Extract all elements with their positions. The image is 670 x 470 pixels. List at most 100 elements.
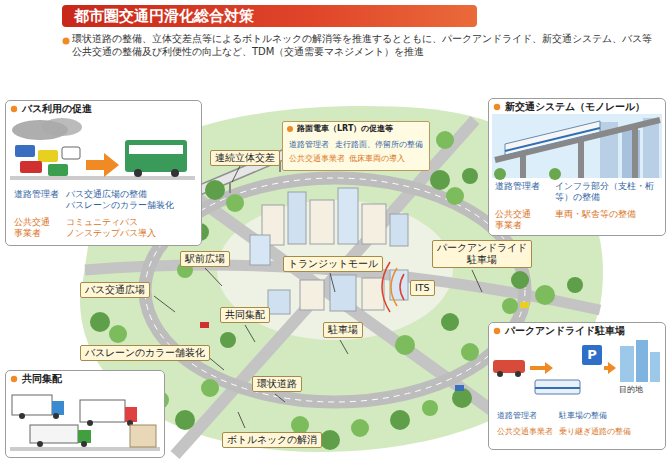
building — [390, 214, 408, 246]
panel-heading: パークアンドライド駐車場 — [505, 325, 625, 337]
destination-label: 目的地 — [619, 385, 643, 395]
car — [520, 302, 529, 308]
leader-line — [232, 166, 240, 182]
label-text: ITS — [415, 282, 430, 294]
label-text: 共同集配 — [225, 309, 265, 321]
car — [170, 170, 529, 391]
park-and-ride-illustration — [535, 387, 580, 389]
leader-line — [154, 296, 175, 312]
bus-illustration — [15, 145, 35, 157]
park-and-ride-illustration — [497, 371, 503, 377]
truck-illustration — [10, 395, 160, 451]
building — [362, 278, 384, 310]
truck-illustration — [81, 441, 87, 447]
map-label: バスレーンのカラー舗装化 — [80, 345, 210, 361]
tree — [220, 332, 236, 348]
panel-text: インフラ部分（支柱・桁等）の整備 — [555, 181, 661, 204]
panel-ground — [5, 370, 165, 458]
panel-text: バス交通広場の整備 バスレーンのカラー舗装化 — [66, 189, 196, 212]
tree — [502, 298, 518, 314]
building — [288, 192, 306, 244]
tree — [175, 410, 195, 430]
panel-ground — [488, 98, 666, 236]
tree — [446, 187, 464, 205]
panel-text: 公共交通事業者 — [497, 427, 553, 437]
label-text: バスレーンのカラー舗装化 — [85, 347, 205, 359]
bus-illustration — [20, 161, 42, 173]
tree — [441, 313, 459, 331]
its-wave — [391, 268, 397, 306]
car — [200, 322, 209, 328]
tree — [320, 430, 340, 450]
bus-illustration — [171, 169, 179, 177]
parking-sign: P — [582, 347, 602, 363]
monorail-illustration — [505, 128, 600, 151]
tree — [462, 168, 478, 184]
tree — [390, 410, 410, 430]
map-label: 駅前広場 — [180, 251, 230, 267]
panel-text: 乗り継ぎ通路の整備 — [559, 427, 631, 437]
bus-illustration — [129, 145, 183, 154]
label-text: 連続立体交差 — [215, 152, 275, 164]
monorail-illustration — [492, 114, 662, 180]
bus-illustration — [62, 147, 80, 159]
map-label: ボトルネックの解消 — [222, 432, 322, 448]
truck-illustration — [37, 441, 43, 447]
building — [300, 280, 324, 310]
park-and-ride-illustration — [530, 362, 553, 374]
map-label: 駐車場 — [323, 322, 363, 338]
heading-bullet — [11, 38, 500, 383]
panel-text: 公共交通事業者 — [495, 209, 535, 232]
tree — [90, 312, 110, 332]
tree — [461, 343, 479, 361]
map-label: トランジットモール — [283, 256, 383, 272]
leader-line — [245, 325, 255, 342]
building — [330, 275, 356, 311]
panel-heading: 共同集配 — [22, 373, 62, 386]
truck-illustration — [53, 413, 59, 419]
monorail-panel: 新交通システム（モノレール）道路管理者インフラ部分（支柱・桁等）の整備公共交通事… — [488, 98, 666, 236]
park-and-ride-illustration — [515, 371, 521, 377]
bus-panel: バス利用の促進道路管理者バス交通広場の整備 バスレーンのカラー舗装化公共交通事業… — [5, 100, 202, 246]
panel-text: 低床車両の導入 — [349, 154, 405, 164]
panel-ground — [282, 121, 430, 171]
leader-line — [205, 268, 222, 286]
panel-text: 道路管理者 — [14, 189, 62, 200]
map-label: パークアンドライド駐車場 — [432, 240, 532, 268]
tree — [226, 194, 244, 212]
label-text: 駅前広場 — [185, 253, 225, 265]
tree — [109, 325, 127, 343]
car — [455, 385, 464, 391]
tree — [567, 277, 583, 293]
panel-ground — [5, 98, 666, 458]
panel-heading: 路面電車（LRT）の促進等 — [297, 124, 393, 134]
panel-text: 公共交通事業者 — [14, 217, 54, 240]
title: 都市圏交通円滑化総合対策 — [62, 5, 477, 27]
lrt-box: 路面電車（LRT）の促進等道路管理者走行路面、停留所の整備公共交通事業者低床車両… — [282, 121, 430, 171]
park-and-ride-illustration — [582, 345, 602, 365]
truck-illustration — [125, 407, 137, 422]
building — [268, 290, 290, 314]
tree — [422, 400, 438, 416]
building — [250, 235, 270, 265]
monorail-illustration — [578, 139, 584, 178]
bus-illustration — [48, 164, 68, 176]
bus-illustration — [42, 118, 82, 136]
building — [362, 204, 386, 244]
leader-line — [154, 166, 482, 428]
panel-text: 車両・駅舎等の整備 — [555, 209, 661, 220]
map-label: 環状道路 — [252, 376, 302, 392]
building — [310, 200, 334, 244]
monorail-illustration — [549, 168, 561, 180]
leader-line — [340, 340, 348, 354]
truck-illustration — [52, 401, 64, 415]
tree — [205, 180, 225, 200]
panel-text: 公共交通事業者 — [289, 154, 345, 164]
heading-bullet — [494, 104, 500, 110]
truck-illustration — [19, 413, 25, 419]
monorail-illustration — [492, 114, 662, 178]
label-text: バス交通広場 — [85, 284, 145, 296]
monorail-illustration — [505, 121, 600, 155]
label-text: 駐車場 — [328, 324, 358, 336]
leader-line — [275, 394, 285, 402]
